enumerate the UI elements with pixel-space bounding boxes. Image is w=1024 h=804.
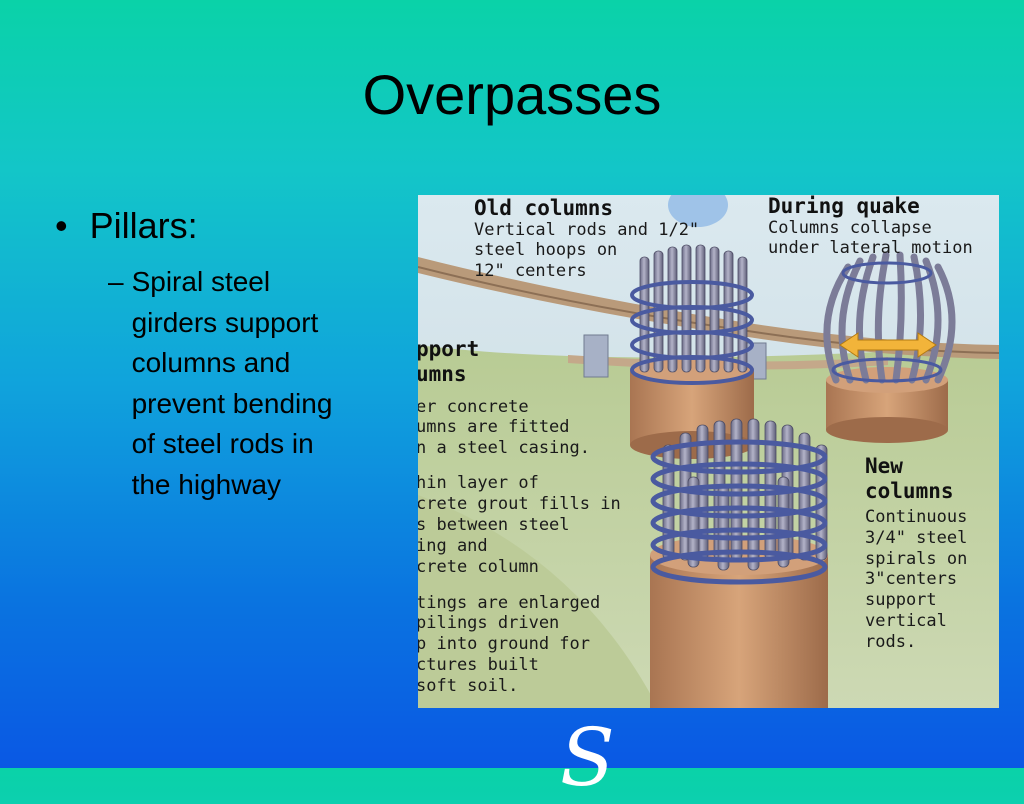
new-columns-line-1: Continuous — [865, 507, 967, 527]
during-quake-line-2: under lateral motion — [768, 238, 973, 258]
double-arrow-icon — [839, 332, 937, 358]
bullet-text: Pillars: — [89, 205, 198, 246]
support-heading-line-1: pport — [418, 337, 479, 361]
old-columns-heading: Old columns — [474, 196, 613, 220]
support-line-12: ctures built — [418, 655, 539, 675]
support-line-9: tings are enlarged — [418, 593, 600, 613]
old-columns-line-3: 12" centers — [474, 261, 587, 281]
support-line-6: s between steel — [418, 515, 570, 535]
label-new-columns: New columns Continuous 3/4" steel spiral… — [865, 454, 967, 652]
old-columns-line-1: Vertical rods and 1/2" — [474, 220, 699, 240]
support-line-10: pilings driven — [418, 613, 559, 633]
new-columns-line-5: support — [865, 590, 937, 610]
new-column-graphic — [650, 418, 828, 708]
slide-title: Overpasses — [362, 63, 662, 126]
support-line-1: er concrete — [418, 397, 529, 417]
quake-column-graphic — [823, 251, 956, 443]
label-support-columns: pport umns er concrete umns are fitted n… — [418, 337, 621, 696]
label-old-columns: Old columns Vertical rods and 1/2" steel… — [474, 196, 699, 281]
support-line-4: hin layer of — [418, 473, 539, 493]
new-columns-heading-line-2: columns — [865, 479, 954, 503]
during-quake-heading: During quake — [768, 195, 920, 218]
new-columns-line-6: vertical — [865, 611, 947, 631]
new-columns-line-2: 3/4" steel — [865, 528, 967, 548]
support-line-5: crete grout fills in — [418, 494, 621, 514]
bullet-symbol: • — [55, 205, 68, 246]
old-columns-line-2: steel hoops on — [474, 240, 617, 260]
support-line-11: p into ground for — [418, 634, 590, 654]
overpass-pier-1 — [583, 334, 609, 378]
label-during-quake: During quake Columns collapse under late… — [768, 195, 973, 258]
support-line-8: crete column — [418, 557, 539, 577]
during-quake-line-1: Columns collapse — [768, 218, 932, 238]
sun-glow — [668, 195, 728, 227]
sub-bullet-symbol: – — [108, 266, 124, 297]
ground-slope — [418, 495, 658, 708]
new-columns-line-4: 3"centers — [865, 569, 957, 589]
support-line-13: soft soil. — [418, 676, 518, 696]
sub-bullet: – Spiral steel girders support columns a… — [108, 262, 358, 505]
overpass-deck — [418, 257, 999, 359]
support-line-7: ing and — [418, 536, 488, 556]
new-columns-heading-line-1: New — [865, 454, 903, 478]
bullet-pillars: • Pillars: — [55, 205, 198, 247]
sub-bullet-text: Spiral steel girders support columns and… — [131, 266, 333, 500]
new-columns-line-3: spirals on — [865, 549, 967, 569]
support-line-2: umns are fitted — [418, 417, 570, 437]
column-diagram: Old columns Vertical rods and 1/2" steel… — [418, 195, 999, 708]
support-heading-line-2: umns — [418, 362, 467, 386]
new-columns-line-7: rods. — [865, 632, 916, 652]
footer-cursive-fragment: S — [560, 711, 615, 804]
support-line-3: n a steel casing. — [418, 438, 590, 458]
column-diagram-svg: Old columns Vertical rods and 1/2" steel… — [418, 195, 999, 708]
